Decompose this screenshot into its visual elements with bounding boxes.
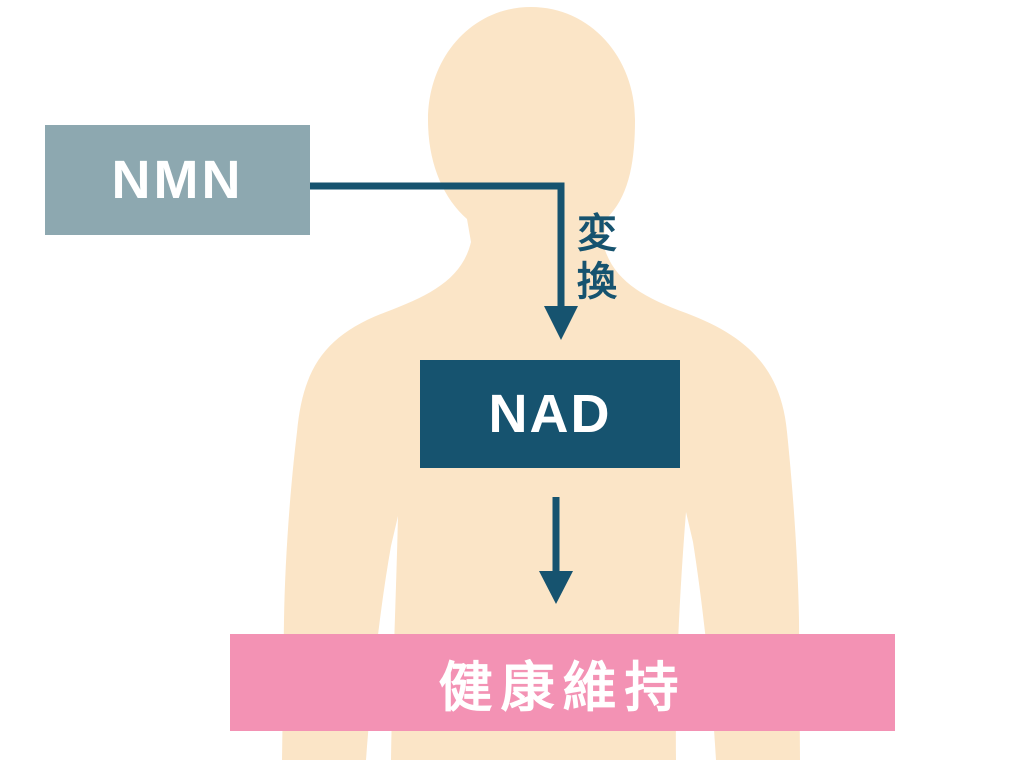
nad-to-health-arrowhead	[539, 571, 573, 604]
conversion-label: 変換	[571, 212, 615, 308]
health-maintenance-label: 健康維持	[438, 658, 687, 718]
nad-box: NAD	[420, 360, 680, 468]
nad-label: NAD	[488, 384, 612, 444]
nmn-to-nad-arrowhead	[544, 306, 578, 340]
nmn-label: NMN	[111, 150, 244, 210]
nmn-to-nad-connector	[310, 182, 565, 309]
health-maintenance-bar: 健康維持	[230, 634, 895, 731]
nmn-box: NMN	[45, 125, 310, 235]
